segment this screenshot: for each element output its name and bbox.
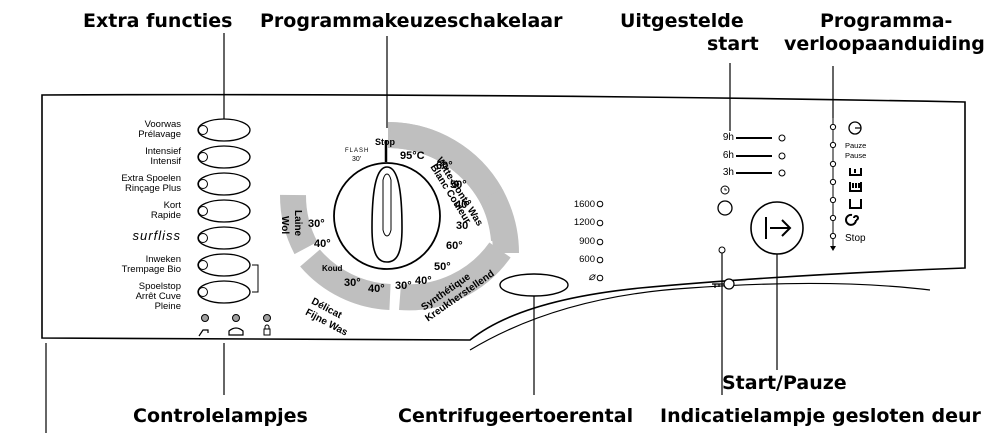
dial-temp-koud: Koud bbox=[322, 264, 343, 273]
progress-indicator bbox=[829, 118, 862, 251]
dial-temp-delicate-30: 30° bbox=[344, 277, 361, 289]
dial-flash-label: FLASH bbox=[345, 148, 370, 154]
delay-start bbox=[717, 134, 786, 216]
program-dial bbox=[279, 122, 519, 311]
dial-temp-95: 95°C bbox=[400, 150, 425, 162]
dial-temp-cotton-50: 50° bbox=[450, 179, 467, 191]
callout-controlelampjes: Controlelampjes bbox=[133, 405, 308, 427]
spin-speed-1200: 1200 bbox=[573, 217, 595, 228]
dial-temp-cotton-40: 40° bbox=[455, 199, 472, 211]
control-lamps bbox=[198, 314, 271, 337]
dial-temp-delicate-40: 40° bbox=[368, 283, 385, 295]
spin-speed-1600: 1600 bbox=[573, 199, 595, 210]
delay-6h: 6h bbox=[722, 150, 734, 161]
dial-wool-label-1: Laine bbox=[292, 210, 303, 237]
spin-button bbox=[499, 273, 569, 297]
spin-speed-no-spin: ⌀ bbox=[588, 271, 595, 283]
callout-extra-functies: Extra functies bbox=[83, 10, 233, 32]
panel-lower-curve bbox=[469, 282, 931, 351]
option-label-surfliss: surfliss bbox=[132, 228, 181, 243]
dial-wool-label-2: Wol bbox=[279, 216, 290, 235]
progress-stop: Stop bbox=[845, 233, 866, 244]
callout-centrifugeertoerental: Centrifugeertoerental bbox=[398, 405, 634, 427]
option-button-group bbox=[197, 118, 259, 304]
dial-temp-wool-40: 40° bbox=[314, 238, 331, 250]
dial-temp-wool-30: 30° bbox=[308, 218, 325, 230]
callout-uitgestelde-start-line2: start bbox=[707, 33, 759, 55]
callout-programmaverloop-line2: verloopaanduiding bbox=[784, 33, 985, 55]
callout-uitgestelde-start-line1: Uitgestelde bbox=[620, 10, 744, 32]
delay-9h: 9h bbox=[722, 132, 734, 143]
callout-indicatielampje: Indicatielampje gesloten deur bbox=[660, 405, 981, 427]
dial-temp-synth-60: 60° bbox=[446, 240, 463, 252]
delay-3h: 3h bbox=[722, 167, 734, 178]
dial-temp-synth-30: 30° bbox=[395, 280, 412, 292]
leader-lines bbox=[45, 33, 834, 433]
dial-stop-label: Stop bbox=[375, 137, 395, 147]
progress-pause-fr: Pause bbox=[845, 151, 867, 160]
callout-start-pauze: Start/Pauze bbox=[722, 372, 847, 394]
dial-grip bbox=[371, 166, 403, 263]
dial-temp-cotton-60: 60° bbox=[436, 160, 453, 172]
spin-leds bbox=[499, 200, 604, 297]
dial-temp-synth-50: 50° bbox=[434, 261, 451, 273]
callout-programmaverloop-line1: Programma- bbox=[820, 10, 953, 32]
dial-temp-cotton-30: 30 bbox=[456, 220, 469, 232]
callout-programmakeuzeschakelaar: Programmakeuzeschakelaar bbox=[260, 10, 563, 32]
spin-speed-900: 900 bbox=[579, 236, 595, 247]
delay-button bbox=[717, 200, 733, 216]
spin-speed-600: 600 bbox=[579, 254, 595, 265]
dial-temp-synth-40: 40° bbox=[415, 275, 432, 287]
dial-flash-time: 30' bbox=[352, 156, 362, 163]
progress-pause-nl: Pauze bbox=[845, 141, 867, 150]
